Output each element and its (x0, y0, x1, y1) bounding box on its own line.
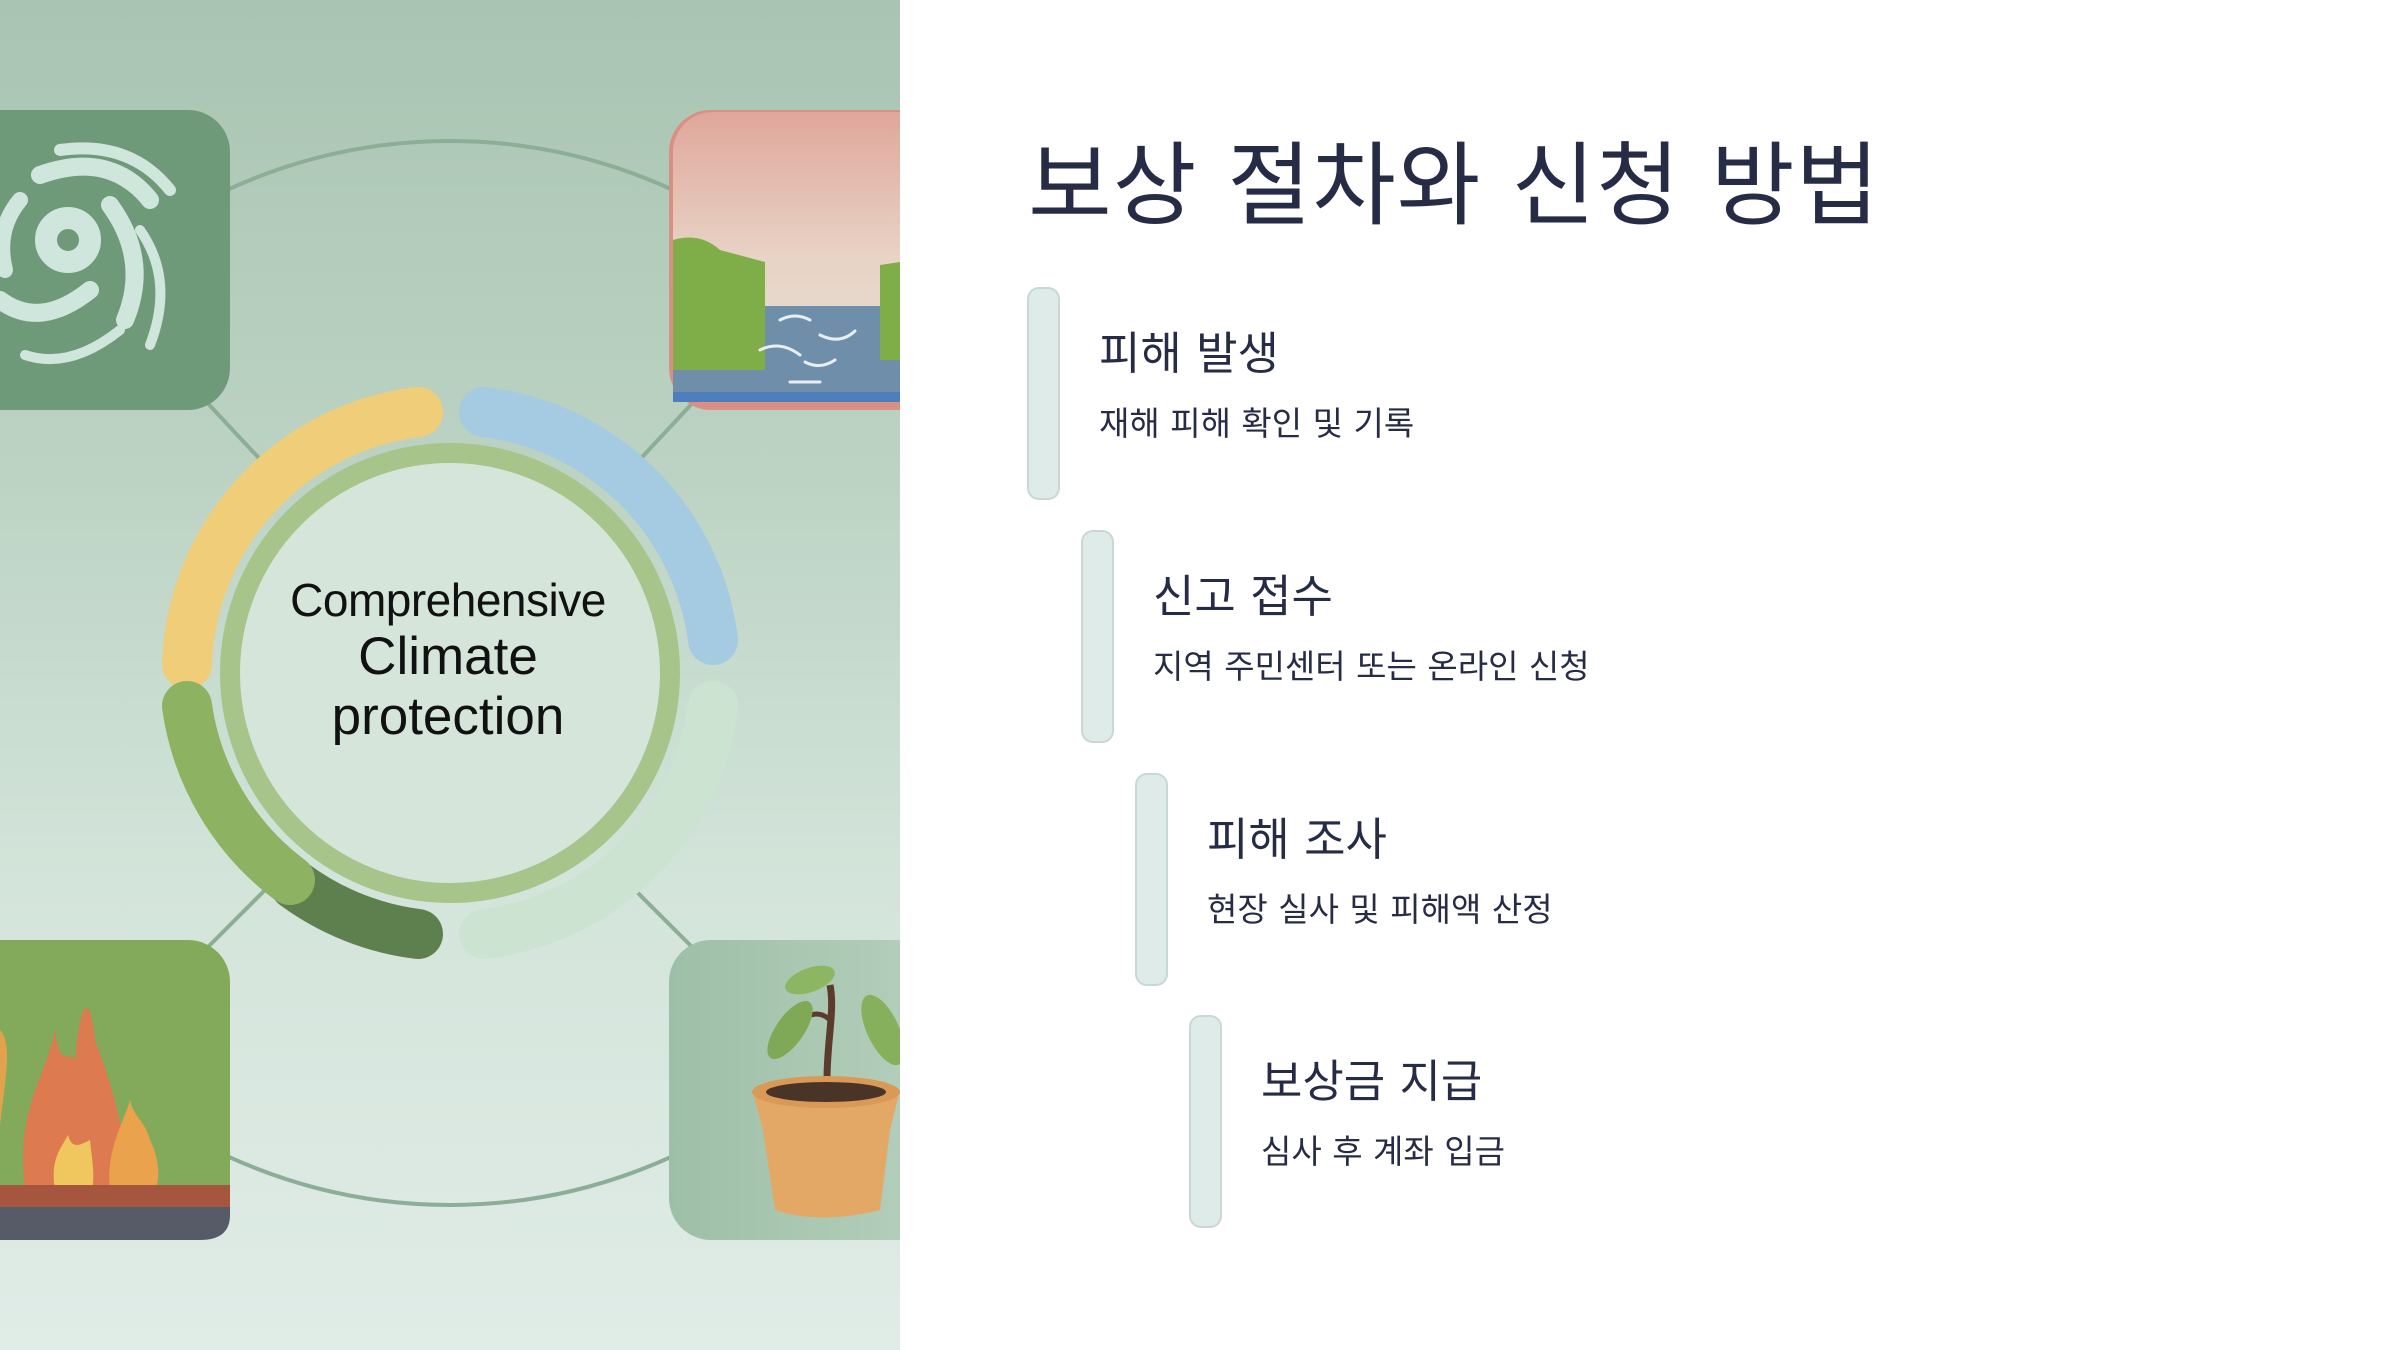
center-label-line-2: Climate (358, 626, 538, 686)
step-marker-bar (1135, 773, 1168, 986)
step-marker-bar (1081, 530, 1114, 743)
step-heading: 신고 접수 (1153, 570, 1333, 623)
ring-segment-yellow (162, 387, 443, 689)
wildfire-icon (0, 940, 230, 1240)
step-item-3: 피해 조사 현장 실사 및 피해액 산정 (1135, 773, 1735, 988)
ring-segment-green (162, 681, 315, 905)
step-description: 지역 주민센터 또는 온라인 신청 (1153, 647, 1590, 686)
step-heading: 피해 발생 (1099, 327, 1279, 380)
step-heading: 보상금 지급 (1261, 1055, 1483, 1108)
step-item-1: 피해 발생 재해 피해 확인 및 기록 (1027, 287, 1627, 502)
step-marker-bar (1189, 1015, 1222, 1228)
ring-segment-blue (459, 387, 738, 665)
center-label-line-1: Comprehensive (290, 574, 606, 626)
step-description: 재해 피해 확인 및 기록 (1099, 404, 1415, 443)
illustration-graphic (0, 110, 900, 1240)
step-heading: 피해 조사 (1207, 813, 1387, 866)
ring-center-label: Comprehensive Climate protection (248, 574, 648, 747)
step-description: 현장 실사 및 피해액 산정 (1207, 890, 1553, 929)
climate-illustration: Comprehensive Climate protection (0, 0, 900, 1350)
step-marker-bar (1027, 287, 1060, 500)
seedling-pot-icon (669, 940, 900, 1240)
cyclone-icon (0, 110, 230, 410)
ring-segment-lightgreen (459, 681, 738, 959)
flood-icon (669, 110, 900, 410)
center-label-line-3: protection (331, 686, 565, 746)
page-title: 보상 절차와 신청 방법 (1028, 134, 1881, 239)
step-item-4: 보상금 지급 심사 후 계좌 입금 (1189, 1015, 1789, 1230)
step-description: 심사 후 계좌 입금 (1261, 1132, 1505, 1171)
connector-circle (0, 139, 900, 1207)
step-item-2: 신고 접수 지역 주민센터 또는 온라인 신청 (1081, 530, 1681, 745)
